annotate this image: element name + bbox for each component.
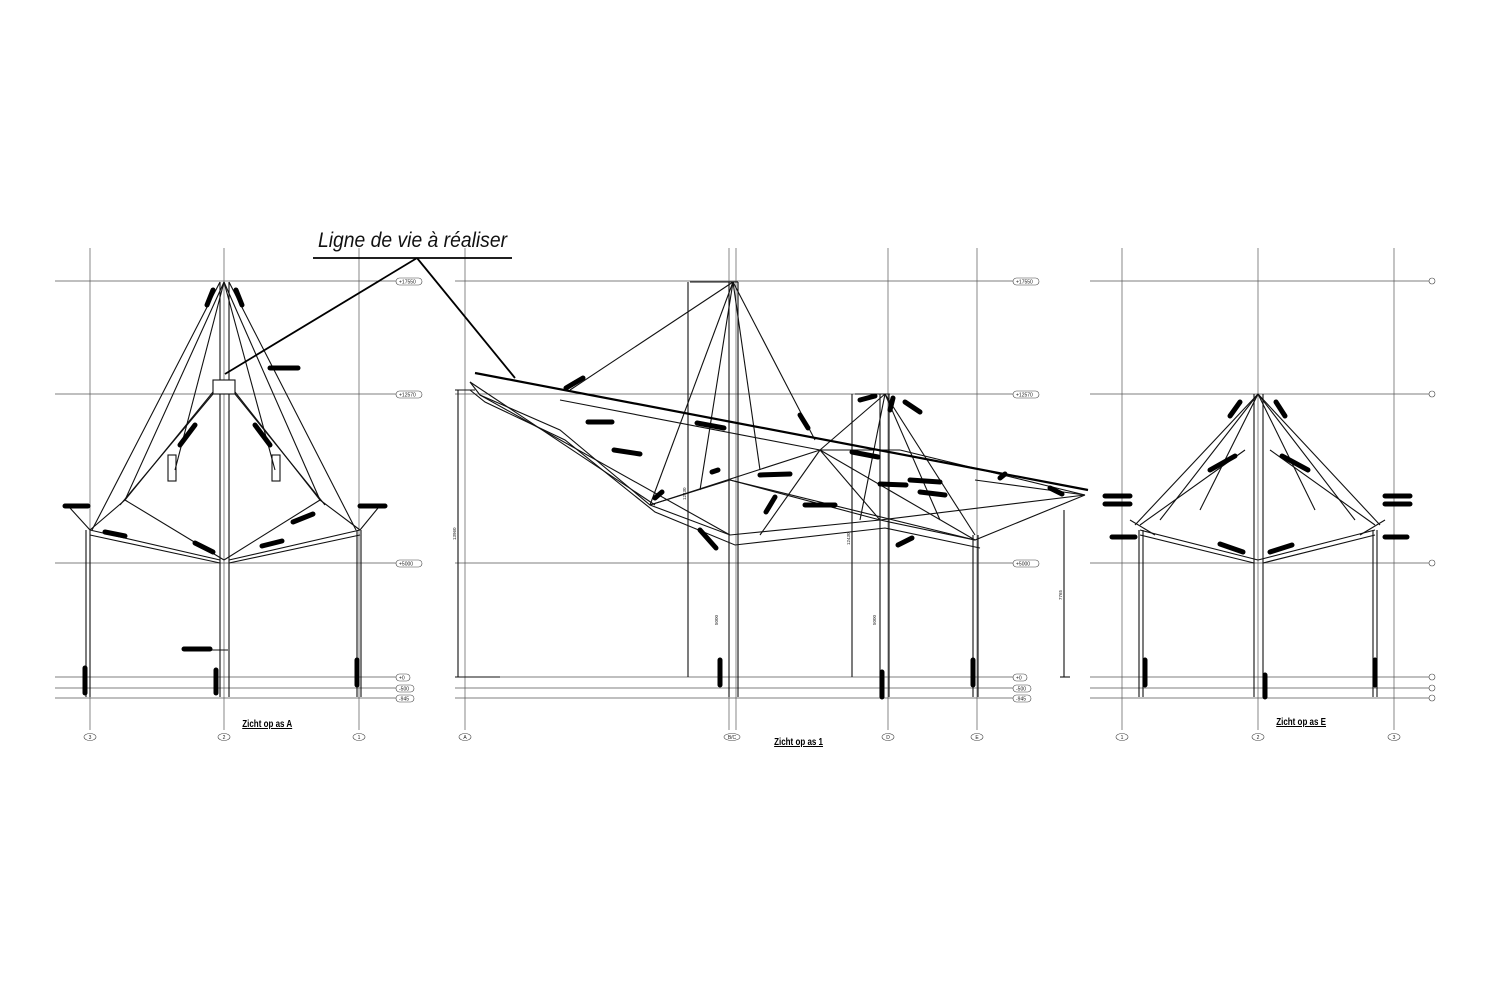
- view-1-clamps: [563, 375, 1065, 700]
- dim-f: 7765: [1058, 589, 1063, 600]
- level-label-a-3: +0: [399, 676, 405, 682]
- level-label-b-5: -945: [1016, 697, 1026, 703]
- axis-label-e-2: 3: [1393, 735, 1396, 741]
- view-e-structure: [1129, 393, 1386, 697]
- view-1-title: Zicht op as 1: [774, 737, 824, 748]
- callout-label: Ligne de vie à réaliser: [318, 229, 508, 252]
- level-tags: [395, 277, 1436, 703]
- level-label-a-4: -500: [399, 687, 409, 693]
- level-label-b-3: +0: [1016, 676, 1022, 682]
- view-e-title: Zicht op as E: [1276, 717, 1327, 728]
- level-label-a-1: +12570: [399, 393, 416, 399]
- dim-a: 13960: [452, 527, 457, 540]
- dim-c: 12430: [846, 532, 851, 545]
- grid-lines: [55, 248, 1430, 730]
- axis-label-1-3: E: [975, 735, 979, 741]
- level-label-a-0: +17550: [399, 280, 416, 286]
- view-1-dim-text: 13960 12430 12430 5000 5000 7765: [452, 487, 1063, 625]
- axis-label-a-1: 2: [223, 735, 226, 741]
- view-a-structure: [69, 281, 379, 697]
- view-1-structure: [455, 281, 1086, 697]
- axis-label-a-0: 3: [89, 735, 92, 741]
- axis-label-a-2: 1: [358, 735, 361, 741]
- axis-label-e-1: 2: [1257, 735, 1260, 741]
- level-label-b-1: +12570: [1016, 393, 1033, 399]
- axis-bubbles: [83, 733, 1401, 741]
- dim-e: 5000: [872, 614, 877, 625]
- axis-label-1-2: D: [886, 735, 890, 741]
- view-e-clamps: [1102, 399, 1413, 700]
- axis-labels: 3 2 1 A B/C D E 1 2 3: [89, 735, 1396, 741]
- axis-label-1-0: A: [463, 735, 467, 741]
- level-labels: +17550 +12570 +5000 +0 -500 -945 +17550 …: [399, 280, 1033, 703]
- level-label-b-2: +5000: [1016, 562, 1030, 568]
- callout-leader: [224, 257, 516, 379]
- view-a-title: Zicht op as A: [242, 719, 293, 730]
- axis-label-e-0: 1: [1121, 735, 1124, 741]
- level-label-a-2: +5000: [399, 562, 413, 568]
- dim-b: 12430: [682, 487, 687, 500]
- dim-d: 5000: [714, 614, 719, 625]
- level-label-b-4: -500: [1016, 687, 1026, 693]
- lifeline: [474, 371, 1089, 492]
- view-a-clamps: [62, 287, 388, 696]
- level-label-b-0: +17550: [1016, 280, 1033, 286]
- level-label-a-5: -945: [399, 697, 409, 703]
- axis-label-1-1: B/C: [728, 735, 737, 741]
